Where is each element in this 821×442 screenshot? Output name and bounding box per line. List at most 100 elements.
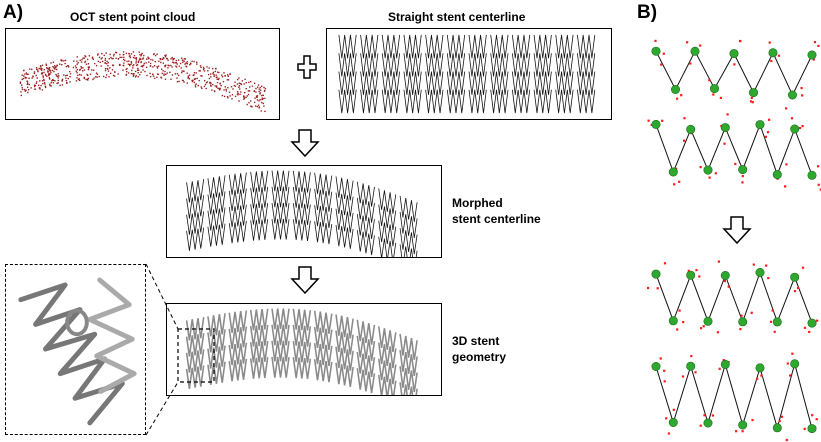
cloud-point	[126, 70, 128, 73]
cloud-point	[254, 97, 256, 99]
cloud-point	[216, 81, 219, 84]
cloud-point	[144, 70, 146, 73]
cloud-point	[195, 83, 197, 85]
cloud-point	[130, 61, 132, 63]
cloud-point	[238, 77, 240, 79]
cloud-point	[192, 74, 194, 76]
cloud-point	[215, 67, 217, 70]
cloud-point	[28, 77, 30, 79]
cloud-point	[162, 62, 165, 64]
cloud-point	[125, 68, 127, 71]
cloud-point	[104, 68, 107, 70]
cloud-point	[24, 76, 26, 79]
cloud-point	[225, 90, 228, 92]
cloud-point	[132, 65, 134, 67]
b-top-row2-node	[720, 123, 730, 133]
cloud-point	[259, 89, 262, 91]
cloud-point	[37, 69, 39, 71]
cloud-point	[264, 110, 266, 113]
cloud-point	[156, 53, 158, 55]
cloud-point	[193, 78, 196, 80]
cloud-point	[228, 91, 231, 93]
b-bottom-row2-red-point	[778, 419, 781, 422]
cloud-point	[87, 74, 89, 77]
cloud-point	[28, 83, 30, 86]
cloud-point	[77, 78, 80, 81]
cloud-point	[256, 95, 259, 97]
b-bottom-row2-red-point	[694, 371, 697, 374]
b-bottom-row2-node	[790, 359, 800, 369]
cloud-point	[112, 57, 114, 60]
cloud-point	[75, 80, 78, 82]
cloud-point	[44, 83, 46, 85]
inset-link	[65, 308, 89, 337]
cloud-point	[198, 79, 200, 82]
cloud-point	[173, 57, 175, 60]
cloud-point	[183, 81, 185, 83]
cloud-point	[84, 56, 87, 58]
cloud-point	[213, 74, 215, 76]
b-top-row2-red-point	[785, 163, 788, 166]
cloud-point	[189, 63, 191, 66]
b-bottom-row2-node	[668, 417, 678, 427]
cloud-point	[84, 60, 87, 62]
b-top-row2-red-point	[647, 119, 650, 122]
cloud-point	[68, 66, 70, 68]
cloud-point	[133, 74, 135, 76]
cloud-point	[39, 68, 42, 70]
cloud-point	[176, 77, 178, 79]
cloud-point	[34, 85, 36, 88]
b-top-row2-node	[686, 124, 696, 134]
cloud-point	[233, 84, 235, 87]
cloud-point	[35, 74, 37, 77]
cloud-point	[137, 61, 139, 64]
cloud-point	[28, 88, 30, 91]
cloud-point	[115, 51, 117, 54]
cloud-point	[83, 57, 85, 59]
cloud-point	[86, 58, 89, 61]
cloud-point	[109, 53, 111, 56]
b-top-row2-red-point	[661, 119, 664, 122]
cloud-point	[236, 78, 239, 81]
cloud-point	[92, 58, 94, 60]
b-top-row1-red-point	[813, 41, 817, 44]
cloud-point	[262, 98, 264, 100]
cloud-point	[245, 96, 247, 99]
cloud-point	[48, 77, 51, 79]
cloud-point	[119, 64, 121, 67]
cloud-point	[186, 72, 188, 74]
cloud-point	[61, 64, 63, 66]
cloud-point	[50, 71, 52, 74]
cloud-point	[122, 64, 124, 67]
cloud-point	[258, 90, 260, 93]
b-bottom-row1-red-point	[801, 266, 805, 269]
cloud-point	[208, 67, 210, 69]
cloud-point	[29, 68, 31, 70]
cloud-point	[131, 69, 133, 72]
cloud-point	[109, 67, 111, 69]
cloud-point	[212, 83, 214, 86]
cloud-point	[240, 91, 242, 93]
cloud-point	[177, 59, 180, 61]
b-bottom-row2-red-point	[760, 374, 763, 377]
b-bottom-row1-line	[655, 270, 813, 324]
cloud-point	[130, 53, 133, 55]
cloud-point	[154, 60, 156, 63]
cloud-point	[22, 77, 24, 80]
cloud-point	[84, 55, 86, 57]
cloud-point	[215, 85, 218, 87]
b-top-row1-red-point	[751, 101, 754, 104]
b-bottom-row1-red-point	[769, 320, 773, 323]
cloud-point	[160, 58, 162, 61]
cloud-point	[205, 82, 208, 84]
cloud-point	[54, 65, 56, 67]
b-bottom-row2-node	[720, 359, 730, 369]
cloud-point	[44, 85, 47, 87]
cloud-point	[223, 89, 225, 91]
cloud-point	[53, 67, 56, 70]
b-top-row1-red-point	[739, 39, 742, 43]
b-top-row2-red-point	[673, 183, 676, 186]
cloud-point	[42, 82, 44, 85]
cloud-point	[56, 68, 58, 71]
cloud-point	[135, 62, 137, 64]
